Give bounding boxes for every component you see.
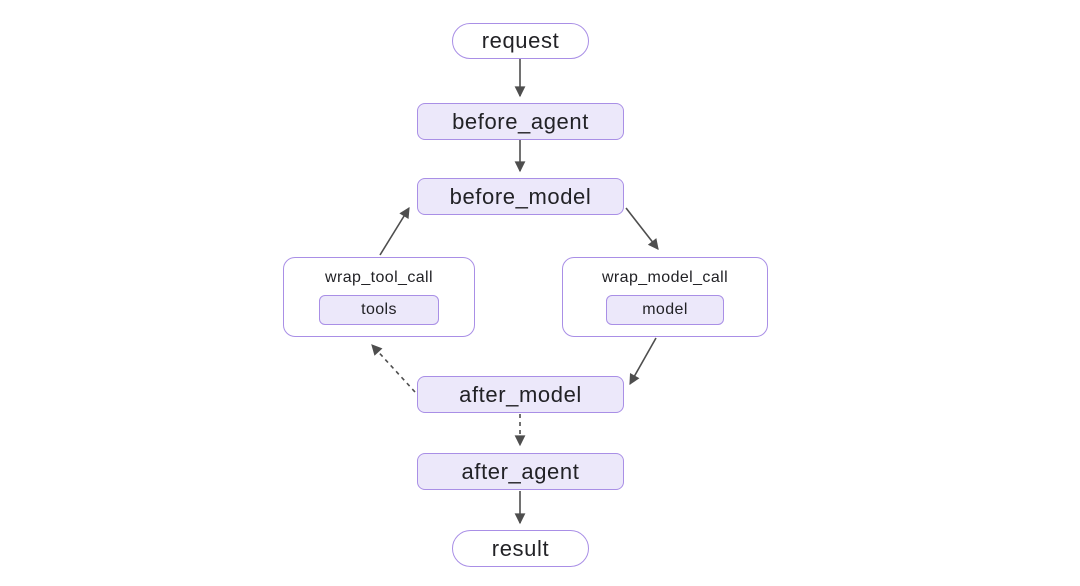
node-result: result bbox=[452, 530, 589, 567]
node-model-label: model bbox=[642, 301, 688, 318]
node-after-agent-label: after_agent bbox=[461, 458, 580, 484]
node-before-agent: before_agent bbox=[417, 103, 624, 140]
node-after-model-label: after_model bbox=[459, 381, 582, 407]
subgraph-wrap-model-call-label: wrap_model_call bbox=[601, 269, 729, 286]
edge-before-model-to-wrap-model-call bbox=[625, 207, 659, 250]
node-model: model bbox=[606, 295, 724, 325]
subgraph-wrap-model-call: wrap_model_call model bbox=[562, 257, 768, 337]
subgraph-wrap-tool-call: wrap_tool_call tools bbox=[283, 257, 475, 337]
edge-wrap-tool-call-to-before-model bbox=[379, 206, 410, 256]
edge-wrap-model-call-to-after-model bbox=[629, 337, 657, 386]
node-result-label: result bbox=[491, 535, 550, 561]
node-after-agent: after_agent bbox=[417, 453, 624, 490]
node-tools: tools bbox=[319, 295, 439, 325]
subgraph-wrap-tool-call-label: wrap_tool_call bbox=[325, 269, 433, 286]
node-before-model: before_model bbox=[417, 178, 624, 215]
node-before-agent-label: before_agent bbox=[452, 108, 589, 134]
node-request-label: request bbox=[481, 28, 560, 53]
node-after-model: after_model bbox=[417, 376, 624, 413]
edge-after-model-to-wrap-tool-call bbox=[371, 344, 416, 393]
node-request: request bbox=[452, 23, 589, 59]
node-before-model-label: before_model bbox=[449, 183, 592, 209]
node-tools-label: tools bbox=[361, 301, 397, 318]
